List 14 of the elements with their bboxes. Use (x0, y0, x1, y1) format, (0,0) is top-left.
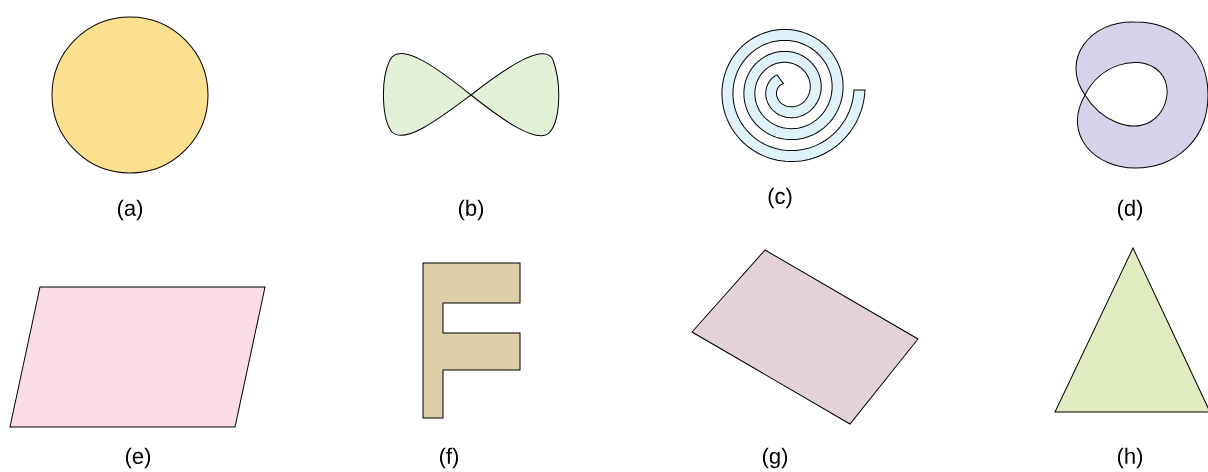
letter-f (422, 262, 521, 419)
figure-label: (f) (440, 447, 458, 469)
figure-label: (b) (458, 199, 484, 221)
parallelogram (9, 286, 266, 428)
spiral (721, 28, 866, 163)
triangle (1054, 247, 1208, 413)
figure-label: (h) (1117, 447, 1143, 469)
bow-shape (382, 53, 560, 137)
figure-label: (a) (117, 199, 143, 221)
figure-label: (d) (1117, 199, 1143, 221)
figure-label: (e) (125, 447, 151, 469)
figure-label: (g) (762, 447, 788, 469)
figure-label: (c) (768, 187, 792, 209)
circle (51, 16, 209, 174)
